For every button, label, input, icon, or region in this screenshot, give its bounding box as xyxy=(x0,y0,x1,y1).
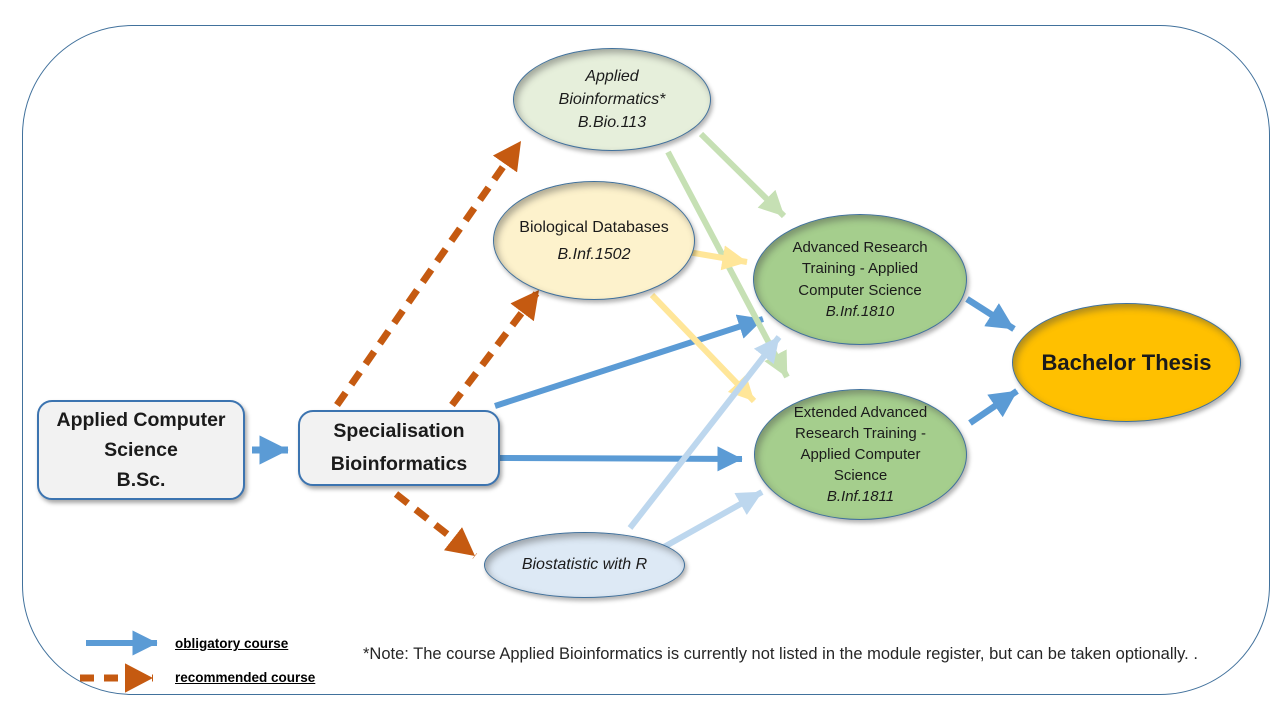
node-extended-advanced-research-training: Extended Advanced Research Training - Ap… xyxy=(754,389,967,520)
node-applied-bioinformatics: Applied Bioinformatics* B.Bio.113 xyxy=(513,48,711,151)
module-code: B.Inf.1811 xyxy=(826,488,895,505)
diagram-frame xyxy=(22,25,1270,695)
node-biostatistic-with-r: Biostatistic with R xyxy=(484,532,685,598)
module-code: B.Inf.1810 xyxy=(825,303,895,320)
node-applied-computer-science: Applied Computer Science B.Sc. xyxy=(37,400,245,500)
node-label-line: B.Sc. xyxy=(116,469,166,491)
node-label: Biostatistic with R xyxy=(521,556,648,573)
node-label: Bachelor Thesis xyxy=(1041,349,1212,375)
node-label-line: Applied Computer xyxy=(56,409,226,431)
node-advanced-research-training: Advanced Research Training - Applied Com… xyxy=(753,214,967,345)
node-biological-databases: Biological Databases B.Inf.1502 xyxy=(493,181,695,300)
node-label-line: Bioinformatics xyxy=(330,453,468,475)
node-label-line: Specialisation xyxy=(333,420,465,442)
node-label-line: Bioinformatics* xyxy=(558,91,666,108)
legend-obligatory-label: obligatory course xyxy=(175,636,289,651)
node-label: Advanced Research Training - Applied Com… xyxy=(792,238,928,299)
node-label: Extended Advanced Research Training - Ap… xyxy=(793,404,928,484)
module-code: B.Bio.113 xyxy=(577,114,647,131)
footnote: *Note: The course Applied Bioinformatics… xyxy=(363,645,1198,663)
module-code: B.Inf.1502 xyxy=(557,245,631,263)
node-label-line: Applied xyxy=(585,68,639,85)
node-label: Biological Databases xyxy=(519,218,669,236)
node-bachelor-thesis: Bachelor Thesis xyxy=(1012,303,1241,422)
node-label-line: Science xyxy=(104,439,178,461)
legend-recommended-label: recommended course xyxy=(175,670,316,685)
node-specialisation-bioinformatics: Specialisation Bioinformatics xyxy=(298,410,500,486)
